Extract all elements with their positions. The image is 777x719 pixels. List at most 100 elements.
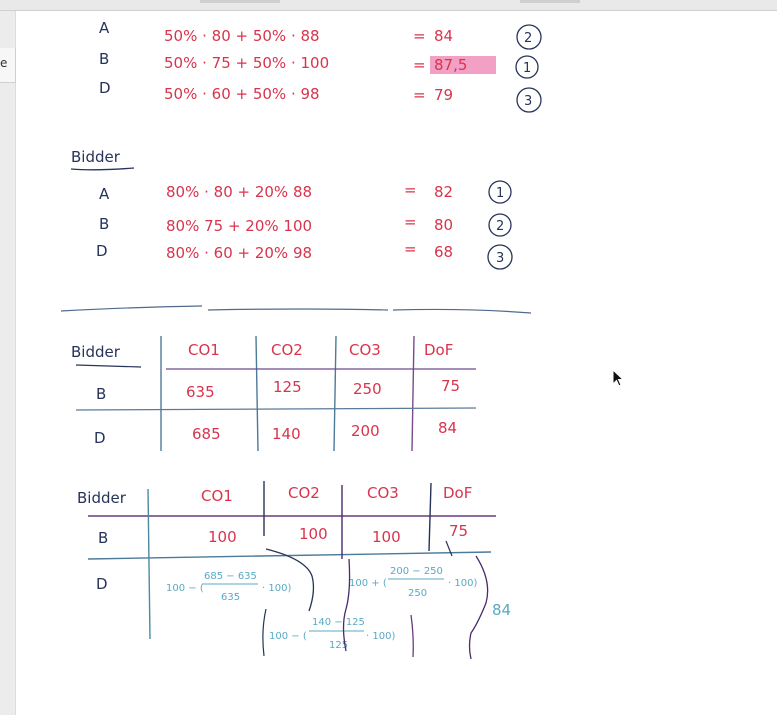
table-header-cell: DoF bbox=[424, 341, 453, 359]
table-vline bbox=[255, 335, 259, 452]
row-result: 84 bbox=[434, 27, 453, 45]
table-header-cell: CO2 bbox=[271, 341, 303, 359]
row-equals: = bbox=[404, 181, 417, 199]
table-cell: 685 bbox=[192, 425, 221, 443]
rank-circle bbox=[515, 55, 539, 79]
rank-number: 3 bbox=[496, 251, 504, 266]
rank-number: 2 bbox=[524, 31, 532, 46]
row-result: 68 bbox=[434, 243, 453, 261]
browser-tab-strip bbox=[0, 0, 777, 11]
table-cell: 635 bbox=[186, 383, 215, 401]
tab-indicator bbox=[200, 0, 280, 3]
formula-suffix: · 100) bbox=[262, 583, 291, 594]
table-cell: 75 bbox=[441, 377, 460, 395]
section-divider bbox=[60, 305, 532, 314]
side-tab-label: e bbox=[0, 56, 8, 70]
table-vline bbox=[147, 488, 151, 640]
formula-numerator: 200 − 250 bbox=[390, 566, 443, 577]
row-equals: = bbox=[404, 213, 417, 231]
row-equals: = bbox=[413, 27, 426, 45]
row-letter: A bbox=[99, 185, 110, 203]
table-cell: 140 bbox=[272, 425, 301, 443]
table1: Bidder CO1 CO2 CO3 DoF B 635 125 250 75 … bbox=[71, 335, 477, 452]
rank-circle bbox=[516, 87, 542, 113]
table-header-cell: CO3 bbox=[367, 484, 399, 502]
bracket-curve bbox=[468, 555, 489, 660]
row-result: 79 bbox=[434, 86, 453, 104]
rank-circle bbox=[516, 24, 542, 50]
table-vline bbox=[333, 335, 337, 452]
table-vline bbox=[428, 482, 432, 552]
row-result: 82 bbox=[434, 183, 453, 201]
row-equals: = bbox=[404, 240, 417, 258]
section1-row: D 50% · 60 + 50% · 98 = 79 3 bbox=[99, 79, 542, 113]
table-header-cell: Bidder bbox=[71, 343, 121, 361]
formula-prefix: 100 + ( bbox=[349, 578, 387, 589]
row-formula: 50% · 80 + 50% · 88 bbox=[164, 27, 320, 45]
row-equals: = bbox=[413, 56, 426, 74]
formula-numerator: 685 − 635 bbox=[204, 571, 257, 582]
rank-circle bbox=[487, 244, 513, 270]
formula-numerator: 140 − 125 bbox=[312, 617, 365, 628]
formula-co3: 100 + ( 200 − 250 250 · 100) bbox=[349, 566, 477, 599]
side-tab[interactable]: e bbox=[0, 48, 16, 83]
row-formula: 50% · 60 + 50% · 98 bbox=[164, 85, 320, 103]
formula-suffix: · 100) bbox=[448, 578, 477, 589]
rank-number: 3 bbox=[524, 94, 532, 109]
rank-circle bbox=[488, 213, 512, 237]
row-letter: A bbox=[99, 19, 110, 37]
formula-co1: 100 − ( 685 − 635 635 · 100) bbox=[166, 571, 291, 603]
table-header-cell: CO1 bbox=[188, 341, 220, 359]
bracket-curve bbox=[262, 608, 267, 657]
section1-row: A 50% · 80 + 50% · 88 = 84 2 bbox=[99, 19, 542, 50]
bracket-curve bbox=[265, 548, 315, 612]
mouse-pointer-icon bbox=[612, 369, 625, 387]
header-underline bbox=[75, 364, 142, 368]
tab-indicator bbox=[520, 0, 580, 3]
section2-row: D 80% · 60 + 20% 98 = 68 3 bbox=[96, 240, 513, 270]
section2-row: B 80% 75 + 20% 100 = 80 2 bbox=[99, 213, 512, 237]
table-header-cell: CO2 bbox=[288, 484, 320, 502]
side-panel bbox=[0, 11, 16, 715]
bracket-curve bbox=[342, 558, 351, 652]
table-cell: 250 bbox=[353, 380, 382, 398]
formula-suffix: · 100) bbox=[366, 631, 395, 642]
row-letter: B bbox=[99, 50, 109, 68]
rank-circle bbox=[488, 180, 512, 204]
formula-prefix: 100 − ( bbox=[166, 583, 204, 594]
table-hline bbox=[87, 551, 492, 560]
formula-co2: 100 − ( 140 − 125 125 · 100) bbox=[269, 617, 395, 651]
table-cell: 200 bbox=[351, 422, 380, 440]
table-cell: B bbox=[96, 385, 106, 403]
row-letter: B bbox=[99, 215, 109, 233]
section1-row: B 50% · 75 + 50% · 100 = 87,5 1 bbox=[99, 50, 539, 79]
row-formula: 80% 75 + 20% 100 bbox=[166, 217, 312, 235]
table-cell: 100 bbox=[299, 525, 328, 543]
table-cell: 75 bbox=[449, 522, 468, 540]
formula-prefix: 100 − ( bbox=[269, 631, 307, 642]
row-formula: 80% · 60 + 20% 98 bbox=[166, 244, 312, 262]
notes-canvas[interactable]: A 50% · 80 + 50% · 88 = 84 2 B 50% · 75 … bbox=[16, 11, 777, 715]
formula-denominator: 250 bbox=[408, 588, 427, 599]
handwriting-svg: A 50% · 80 + 50% · 88 = 84 2 B 50% · 75 … bbox=[60, 19, 542, 660]
formula-denominator: 635 bbox=[221, 592, 240, 603]
table-cell: 84 bbox=[492, 601, 511, 619]
table-cell: D bbox=[94, 429, 106, 447]
row-formula: 80% · 80 + 20% 88 bbox=[166, 183, 312, 201]
table-hline bbox=[75, 407, 477, 411]
table-cell: 100 bbox=[372, 528, 401, 546]
rank-number: 2 bbox=[496, 219, 504, 234]
table-header-cell: CO3 bbox=[349, 341, 381, 359]
table-cell: 100 bbox=[208, 528, 237, 546]
title-underline bbox=[70, 167, 135, 171]
row-letter: D bbox=[96, 242, 108, 260]
table2: Bidder CO1 CO2 CO3 DoF B 100 100 100 75 … bbox=[77, 481, 511, 660]
row-formula: 50% · 75 + 50% · 100 bbox=[164, 54, 329, 72]
row-equals: = bbox=[413, 86, 426, 104]
section-title: Bidder bbox=[71, 148, 121, 166]
table-header-cell: Bidder bbox=[77, 489, 127, 507]
table-header-cell: DoF bbox=[443, 484, 472, 502]
section2-row: A 80% · 80 + 20% 88 = 82 1 bbox=[99, 180, 512, 204]
bracket-curve bbox=[445, 540, 453, 557]
rank-number: 1 bbox=[496, 186, 504, 201]
